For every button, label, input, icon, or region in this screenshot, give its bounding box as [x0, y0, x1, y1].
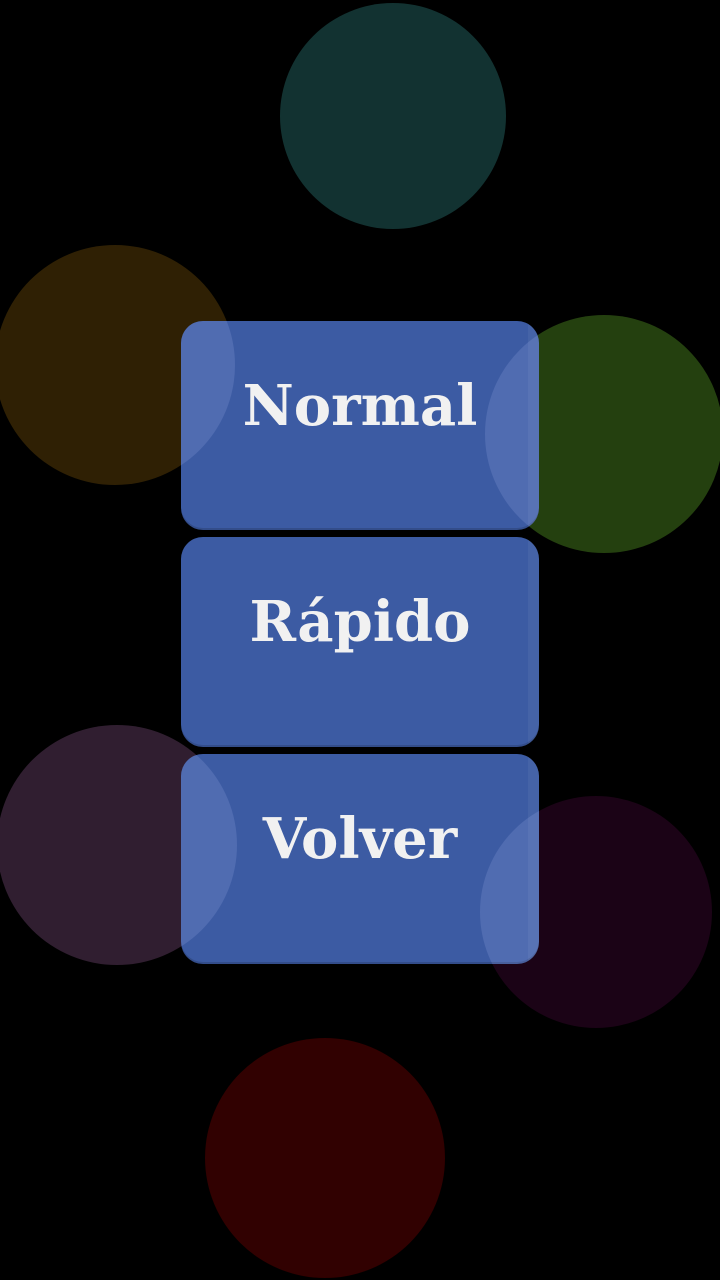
button-highlight-overlap [485, 537, 539, 553]
menu-button-rapido-label: Rápido [249, 589, 471, 656]
menu-button-volver-label: Volver [262, 806, 458, 873]
button-highlight-overlap [181, 725, 237, 747]
circle-teal [280, 3, 506, 229]
button-highlight-overlap [480, 796, 539, 964]
menu-button-volver[interactable]: Volver [181, 754, 539, 964]
button-highlight-overlap [181, 321, 235, 485]
button-highlight-overlap [485, 321, 539, 530]
menu-button-normal[interactable]: Normal [181, 321, 539, 530]
button-highlight-overlap [181, 754, 237, 964]
menu-button-normal-label: Normal [242, 372, 478, 439]
menu-button-rapido[interactable]: Rápido [181, 537, 539, 747]
circle-maroon [205, 1038, 445, 1278]
